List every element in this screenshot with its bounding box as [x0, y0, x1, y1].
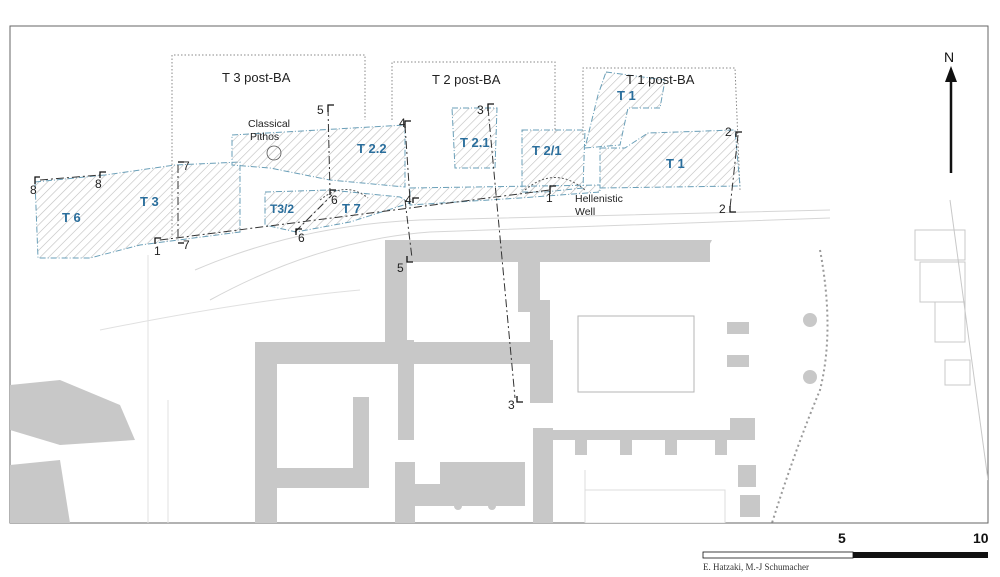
well-outline-inner [319, 189, 369, 201]
trench-label-t3-2: T3/2 [270, 202, 294, 216]
trench-label-t2-slash-1: T 2/1 [532, 143, 562, 158]
column-base [454, 502, 462, 510]
faint-room [584, 489, 726, 523]
pithos-label-line1: Classical [248, 118, 290, 130]
section-number: 8 [30, 183, 37, 197]
map-frame [9, 25, 989, 524]
section-number: 4 [405, 193, 412, 207]
trench-t6-t3 [34, 161, 241, 259]
section-number: 5 [317, 103, 324, 117]
section-number: 1 [154, 244, 161, 258]
section-number: 6 [331, 193, 338, 207]
well-outline [524, 177, 586, 191]
trenches [34, 71, 741, 259]
area-label-t3-post: T 3 post-BA [222, 70, 291, 85]
column-base [488, 502, 496, 510]
trench-label-t3: T 3 [140, 194, 159, 209]
column-base [803, 313, 817, 327]
section-number: 4 [399, 116, 406, 130]
area-label-t2-post: T 2 post-BA [432, 72, 501, 87]
trench-label-t6: T 6 [62, 210, 81, 225]
trench-t2-slash-1 [521, 129, 586, 193]
palace-walls [10, 240, 760, 523]
trench-t2-1 [451, 107, 498, 169]
section-number: 6 [298, 231, 305, 245]
section-number: 3 [477, 103, 484, 117]
pithos-label-line2: Pithos [250, 131, 279, 143]
road-edge [194, 209, 831, 271]
section-number: 8 [95, 177, 102, 191]
well-label-line1: Hellenistic [575, 193, 623, 205]
section-number: 5 [397, 261, 404, 275]
road-edge [209, 217, 831, 301]
central-court [577, 315, 695, 393]
section-number: 7 [183, 238, 190, 252]
post-ba-areas [171, 54, 741, 235]
trench-label-t1-south: T 1 [666, 156, 685, 171]
trench-label-t1-north: T 1 [617, 88, 636, 103]
north-label: N [944, 49, 954, 65]
slope-hachures [771, 249, 829, 523]
scale-bar [702, 551, 988, 559]
section-lines [39, 107, 739, 399]
trench-t3-2-t7 [264, 189, 412, 233]
pithos-marker [266, 145, 282, 161]
credit-line: E. Hatzaki, M.-J Schumacher [703, 562, 809, 572]
trench-label-t7: T 7 [342, 201, 361, 216]
trench-label-t2-1: T 2.1 [460, 135, 490, 150]
trench-t1-north [584, 71, 666, 149]
section-number: 2 [725, 125, 732, 139]
section-number: 2 [719, 202, 726, 216]
path-edge [99, 289, 361, 331]
section-ticks [34, 103, 742, 403]
section-number: 3 [508, 398, 515, 412]
column-base [803, 370, 817, 384]
north-arrow-icon [945, 66, 957, 82]
scale-label-mid: 5 [838, 530, 846, 546]
north-arrow: N [944, 49, 957, 173]
well-label-line2: Well [575, 206, 595, 218]
section-number: 7 [183, 159, 190, 173]
area-label-t1-post: T 1 post-BA [626, 72, 695, 87]
trench-strip [409, 184, 601, 206]
trench-label-t2-2: T 2.2 [357, 141, 387, 156]
section-number: 1 [546, 191, 553, 205]
east-rooms [914, 199, 988, 481]
scale-label-end: 10 [973, 530, 989, 546]
